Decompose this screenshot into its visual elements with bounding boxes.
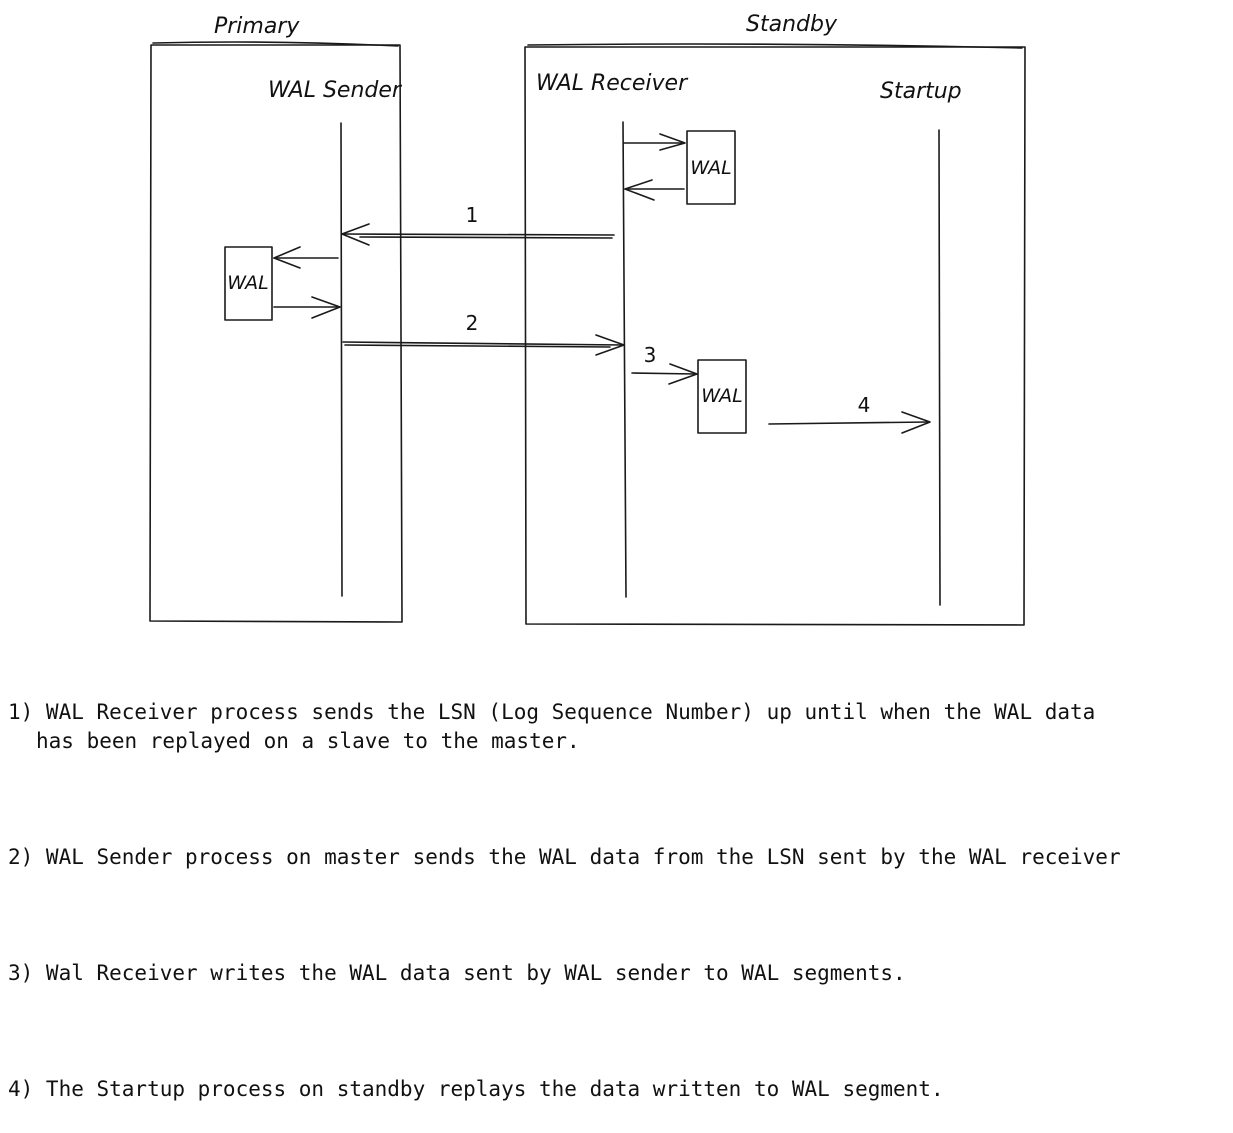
note-3-text: 3) Wal Receiver writes the WAL data sent…	[8, 961, 906, 985]
svg-text:WAL: WAL	[701, 385, 742, 407]
step-1-arrow	[341, 223, 615, 246]
step-1-label: 1	[466, 203, 479, 227]
wal-sender-label: WAL Sender	[268, 78, 403, 103]
startup-lifeline	[938, 129, 941, 606]
note-4-text: 4) The Startup process on standby replay…	[8, 1077, 944, 1101]
step-2-arrow	[342, 334, 625, 356]
standby-box	[524, 43, 1026, 626]
primary-title: Primary	[214, 14, 300, 39]
step-4-label: 4	[858, 393, 871, 417]
note-1-line-1: 1) WAL Receiver process sends the LSN (L…	[8, 700, 1096, 724]
wal-segment-receiver-bottom: WAL	[697, 359, 747, 434]
wal-receiver-label: WAL Receiver	[536, 71, 689, 96]
note-2-text: 2) WAL Sender process on master sends th…	[8, 845, 1121, 869]
receiver-read-arrow	[623, 133, 686, 151]
step-3-label: 3	[644, 343, 657, 367]
startup-label: Startup	[880, 79, 962, 104]
sender-to-wal-arrow	[273, 246, 339, 269]
receiver-write-arrow	[624, 179, 685, 201]
note-4: 4) The Startup process on standby replay…	[8, 1075, 1230, 1104]
primary-box	[149, 41, 403, 623]
wal-to-sender-arrow	[273, 296, 341, 319]
note-1: 1) WAL Receiver process sends the LSN (L…	[8, 698, 1230, 756]
svg-text:WAL: WAL	[690, 157, 731, 179]
step-2-label: 2	[466, 311, 479, 335]
step-3-arrow	[631, 363, 698, 385]
note-2: 2) WAL Sender process on master sends th…	[8, 843, 1230, 872]
standby-title: Standby	[746, 12, 838, 37]
replication-diagram: Primary WAL Sender Standby WAL Receiver …	[149, 12, 1026, 626]
wal-segment-sender: WAL	[224, 246, 273, 321]
note-3: 3) Wal Receiver writes the WAL data sent…	[8, 959, 1230, 988]
svg-text:WAL: WAL	[227, 272, 268, 294]
wal-receiver-lifeline	[622, 121, 627, 598]
step-4-arrow	[768, 411, 931, 434]
wal-segment-receiver-top: WAL	[686, 130, 736, 205]
note-1-line-2: has been replayed on a slave to the mast…	[36, 729, 580, 753]
step-notes: 1) WAL Receiver process sends the LSN (L…	[8, 640, 1230, 1133]
wal-sender-lifeline	[340, 122, 343, 597]
